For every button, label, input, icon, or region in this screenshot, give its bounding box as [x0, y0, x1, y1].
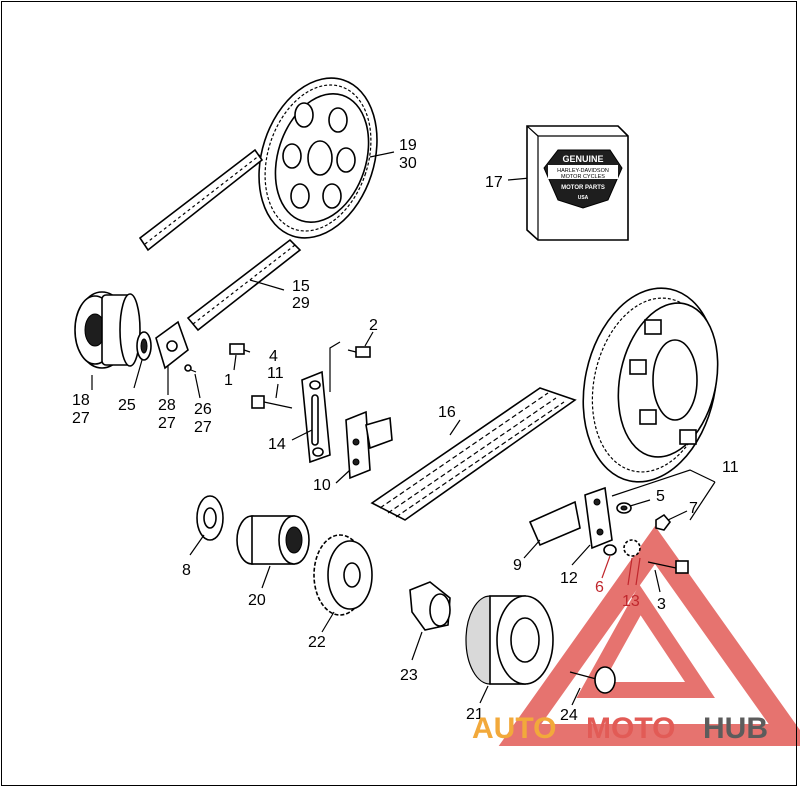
spacer-24: [569, 666, 616, 694]
label-13: 13: [622, 593, 640, 610]
label-11-top: 11: [267, 365, 284, 382]
leader-lines: [91, 151, 688, 706]
label-10: 10: [313, 477, 331, 494]
label-15: 15: [292, 278, 310, 295]
leader-11: [611, 469, 716, 497]
front-belt-pulley: [74, 291, 141, 369]
clutch-shell: [582, 287, 719, 483]
label-28: 28: [158, 397, 176, 414]
washer-6: [603, 544, 617, 556]
bolt-4: [251, 395, 293, 409]
sprocket-cover-21: [465, 595, 554, 685]
pulley-seal: [136, 331, 152, 361]
badge-brand-line2: MOTOR CYCLES: [561, 174, 605, 180]
label-20: 20: [248, 592, 266, 609]
bolt-3: [647, 560, 689, 574]
label-16: 16: [438, 404, 456, 421]
label-2: 2: [369, 317, 378, 334]
drive-belt-upper: [138, 148, 264, 252]
label-30: 30: [399, 155, 417, 172]
rear-belt-sprocket: [258, 77, 378, 239]
label-6: 6: [595, 579, 604, 596]
label-17: 17: [485, 174, 503, 191]
chain-adjuster-shoe: [528, 500, 581, 547]
shaft-extension: [409, 581, 451, 631]
label-26: 26: [194, 401, 212, 418]
label-18: 18: [72, 392, 90, 409]
badge-tag-text: USA: [578, 195, 589, 201]
label-9: 9: [513, 557, 522, 574]
badge-brand-line1: HARLEY-DAVIDSON: [557, 168, 609, 174]
watermark-logo: [498, 526, 800, 746]
label-27-left: 27: [72, 410, 90, 427]
label-5: 5: [656, 488, 665, 505]
label-25: 25: [118, 397, 136, 414]
label-29: 29: [292, 295, 310, 312]
label-12: 12: [560, 570, 578, 587]
label-27-mid: 27: [158, 415, 176, 432]
clutch-hub-20: [236, 515, 310, 565]
label-4: 4: [269, 348, 278, 365]
label-27-right: 27: [194, 419, 212, 436]
label-19: 19: [399, 137, 417, 154]
bolt-1: [229, 343, 251, 355]
washer-5: [616, 502, 632, 514]
label-22: 22: [308, 634, 326, 651]
label-11: 11: [722, 459, 739, 476]
label-3: 3: [657, 596, 666, 613]
engine-sprocket: [313, 534, 373, 616]
watermark-moto: MOTO: [586, 712, 675, 745]
label-21: 21: [466, 706, 484, 723]
leader-11b: [689, 481, 716, 521]
nut-7: [655, 513, 672, 531]
label-23: 23: [400, 667, 418, 684]
shoe-plate: [584, 486, 613, 550]
badge-bottom-text: MOTOR PARTS: [561, 185, 605, 191]
watermark-auto: AUTO: [472, 712, 556, 745]
lock-washer-13: [623, 539, 641, 557]
bolt-2: [347, 346, 371, 358]
thrust-washer: [196, 495, 224, 541]
label-1: 1: [224, 372, 233, 389]
label-8: 8: [182, 562, 191, 579]
badge-top-text: GENUINE: [562, 154, 603, 164]
screw-26: [184, 364, 197, 373]
label-7: 7: [689, 500, 698, 517]
watermark-text: AUTO MOTO HUB: [472, 712, 768, 745]
genuine-parts-package: [526, 125, 629, 241]
leader-2: [329, 341, 341, 392]
adjuster-plate: [301, 370, 331, 464]
label-24: 24: [560, 707, 578, 724]
lock-plate: [155, 320, 189, 370]
primary-chain: [370, 387, 577, 521]
drive-belt-15: [186, 238, 302, 332]
chain-bracket: [345, 410, 393, 480]
label-14: 14: [268, 436, 286, 453]
watermark-hub: HUB: [703, 712, 768, 745]
